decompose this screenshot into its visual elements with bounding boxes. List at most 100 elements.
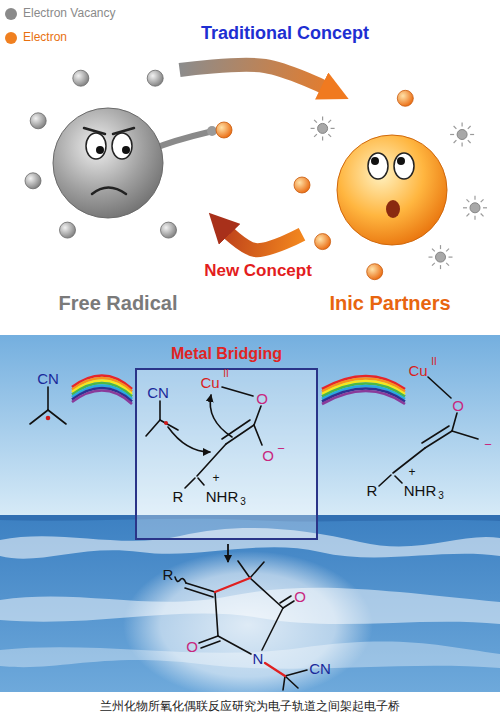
label-holder: R [163, 567, 174, 582]
reaction-arrow [227, 544, 229, 562]
product-structure [185, 588, 213, 597]
atom-node: Free Radical [30, 70, 206, 246]
pupil [371, 157, 379, 165]
oxidation-state: II [431, 357, 437, 367]
atom-symbol: R [163, 567, 174, 582]
label-holder: CN [309, 661, 331, 676]
bridged-structure [146, 387, 262, 488]
bridged-structure [254, 406, 261, 425]
charge-sign: + [408, 466, 415, 478]
electron-dots [315, 234, 331, 250]
label-holder: − [484, 438, 492, 451]
charge-sign: − [484, 438, 492, 451]
electron-dots [25, 70, 177, 238]
electron-dot [216, 122, 232, 138]
electron-dots [294, 177, 310, 193]
rainbow-arrow [72, 375, 132, 404]
atom-node: Inic Partners [302, 97, 478, 273]
copper-enolate-structure [452, 431, 478, 439]
node-label: Free Radical [59, 292, 178, 315]
radical-structure [47, 387, 49, 410]
electron-dots [397, 90, 413, 106]
haze [123, 551, 373, 699]
bridged-structure [185, 478, 195, 488]
electron-dots [25, 173, 41, 189]
box-shade [136, 369, 317, 538]
electron-dots [367, 264, 383, 280]
node-label: Metal Bridging [171, 345, 282, 363]
bridged-structure [198, 478, 204, 485]
atom-symbol: O [262, 448, 274, 463]
label-holder: R [173, 489, 184, 504]
legend-label: Electron Vacancy [23, 7, 116, 20]
label-holder: + [408, 466, 415, 478]
caption-holder: 兰州化物所氧化偶联反应研究为电子轨道之间架起电子桥 [0, 696, 500, 714]
subscript: 3 [240, 497, 246, 507]
atom-symbol: O [452, 398, 464, 413]
rainbow-arrow [72, 390, 132, 404]
product-structure [186, 583, 215, 592]
label-holder: 3 [240, 497, 246, 507]
electron-dots [294, 90, 413, 279]
atom-symbol: O [186, 639, 198, 654]
free-radical-figure [25, 70, 232, 238]
bridged-structure [254, 425, 262, 445]
atom-orbit [30, 70, 206, 246]
product-structure [283, 676, 285, 690]
bridged-structure [159, 401, 161, 420]
legend-swatch [5, 8, 17, 20]
product-structure [218, 636, 251, 654]
pupil [122, 146, 130, 154]
copper-enolate-structure [379, 475, 391, 486]
brow [84, 128, 134, 134]
legend-swatch [5, 32, 17, 44]
eye [112, 133, 132, 159]
sea-photo [0, 335, 500, 699]
product-structure [215, 592, 218, 636]
legend-row: Electron [5, 26, 116, 50]
product-structure [201, 641, 220, 648]
edge-label: Traditional Concept [201, 24, 369, 44]
label-holder: N [253, 651, 264, 666]
new-bond [215, 578, 285, 676]
rainbow-arrow [322, 391, 405, 404]
label-holder: Cu [200, 375, 219, 390]
radical-structure [30, 387, 66, 424]
radical-dot [46, 416, 51, 421]
label-holder: − [277, 442, 285, 455]
eye [368, 153, 388, 179]
edge-label-holder: Traditional Concept [201, 24, 369, 44]
pupil [96, 146, 104, 154]
charge-sign: + [212, 472, 219, 484]
copper-enolate-structure [395, 476, 402, 483]
edge-label: New Concept [204, 262, 312, 281]
curved-arrow [224, 229, 302, 251]
electron-vacancy [311, 116, 335, 140]
copper-enolate-structure [422, 426, 449, 443]
label-holder: O [452, 398, 464, 413]
legend-label: Electron [23, 31, 67, 44]
product-structure [238, 561, 250, 578]
oxidation-state: II [223, 369, 229, 379]
caption: 兰州化物所氧化偶联反应研究为电子轨道之间架起电子桥 [100, 700, 400, 713]
label-holder: + [212, 472, 219, 484]
ionic-partner-figure [294, 90, 487, 279]
label-holder: O [262, 448, 274, 463]
label-holder: O [294, 589, 306, 604]
bridged-structure [222, 387, 253, 396]
label-holder: 3 [438, 491, 444, 501]
product-structure [285, 670, 307, 676]
atom-symbol: Cu [200, 375, 219, 390]
label-holder: O [186, 639, 198, 654]
label-holder: NHR [206, 489, 239, 504]
label-holder: CN [37, 371, 59, 386]
node-label: Inic Partners [329, 292, 450, 315]
atom-symbol: R [367, 483, 378, 498]
orbit-ring [31, 71, 205, 245]
label-holder: Cu [408, 363, 427, 378]
label-holder: II [431, 357, 437, 367]
hand [207, 126, 217, 136]
eye [394, 153, 414, 179]
bridged-structure [168, 427, 210, 452]
